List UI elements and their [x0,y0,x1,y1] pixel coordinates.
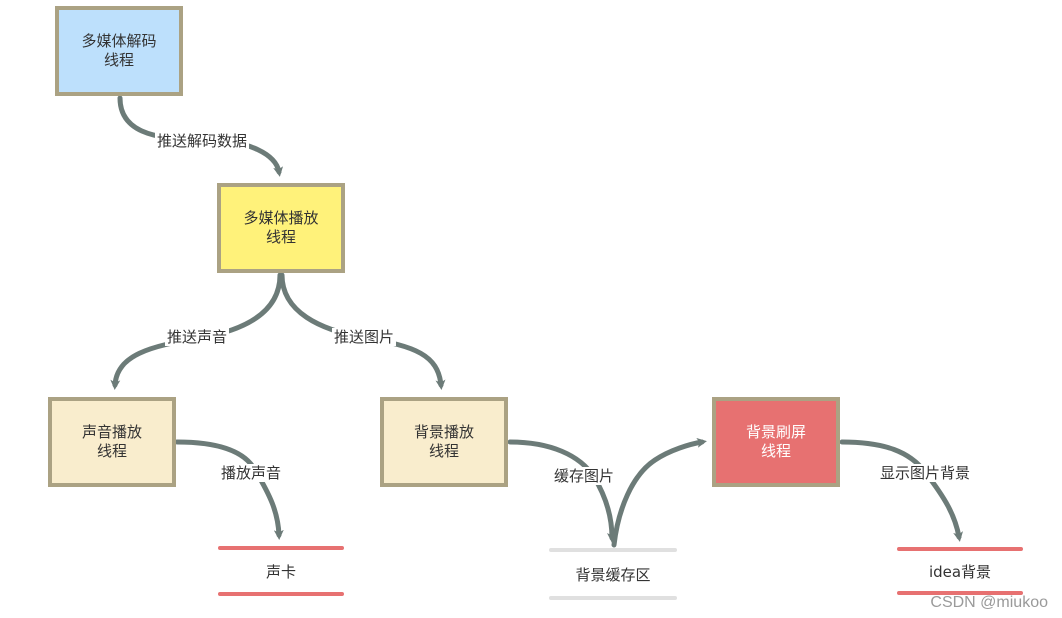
edge-cache-image [507,439,617,543]
edge-label-play-audio: 播放声音 [218,464,284,482]
node-decode-line2: 线程 [103,51,134,69]
store-cache-label: 背景缓存区 [575,565,651,584]
node-audio-thread[interactable]: 声音播放 线程 [48,397,176,487]
node-refresh-thread[interactable]: 背景刷屏 线程 [712,397,840,487]
edge-play-audio [174,439,284,540]
node-audio-line2: 线程 [96,442,127,460]
node-bg-line2: 线程 [428,442,459,460]
node-bg-line1: 背景播放 [413,423,474,441]
node-play-line1: 多媒体播放 [243,209,319,227]
store-soundcard[interactable]: 声卡 [218,546,344,596]
edge-label-push-audio: 推送声音 [164,328,230,346]
store-soundcard-label: 声卡 [265,562,296,581]
edge-show-bg [839,439,964,542]
store-idea-top-bar [897,547,1023,551]
node-refresh-line1: 背景刷屏 [745,423,806,441]
node-decode-line1: 多媒体解码 [81,32,157,50]
node-refresh-line2: 线程 [760,442,791,460]
edge-cache-to-refresh [611,437,707,548]
store-cache-top-bar [549,548,677,552]
node-bg-thread[interactable]: 背景播放 线程 [380,397,508,487]
edge-label-show-bg: 显示图片背景 [877,464,973,482]
store-soundcard-top-bar [218,546,344,550]
watermark: CSDN @miukoo [930,594,1048,611]
store-idea-bottom-bar [897,591,1023,595]
edge-label-cache-image: 缓存图片 [551,467,617,485]
node-decode-thread[interactable]: 多媒体解码 线程 [55,6,183,96]
node-play-line2: 线程 [265,228,296,246]
store-idea[interactable]: idea背景 [897,547,1023,595]
node-play-thread[interactable]: 多媒体播放 线程 [217,183,345,273]
store-cache[interactable]: 背景缓存区 [549,548,677,600]
store-soundcard-bottom-bar [218,592,344,596]
store-cache-bottom-bar [549,596,677,600]
edge-label-push-image: 推送图片 [331,328,397,346]
store-idea-label: idea背景 [928,562,992,581]
node-audio-line1: 声音播放 [81,423,142,441]
edge-label-push-decode: 推送解码数据 [154,132,250,150]
